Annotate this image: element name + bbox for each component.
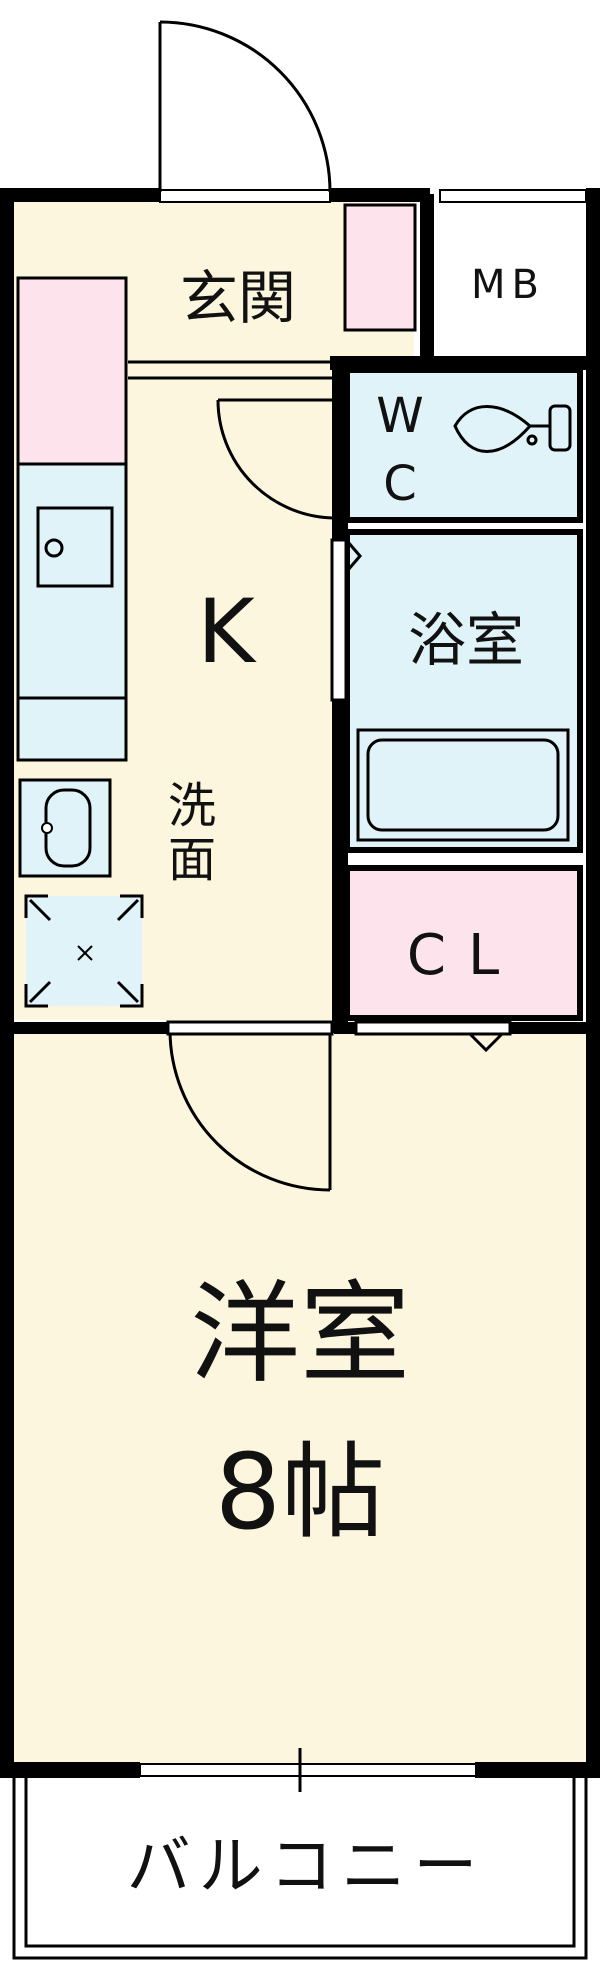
western-room-floor (14, 1030, 586, 1764)
wc-label-c: C (383, 456, 417, 512)
window-top-right (439, 189, 587, 203)
washroom-label-2: 面 (168, 832, 216, 888)
toilet-icon (453, 404, 572, 453)
wc-label-w: W (376, 388, 423, 444)
front-door (158, 20, 332, 193)
room-door (166, 1020, 334, 1192)
basin-drain-icon (41, 822, 53, 834)
sink-drain-icon (44, 538, 64, 558)
western-room-label: 洋室 (190, 1270, 410, 1398)
mb-divider (428, 194, 434, 356)
closet-room (344, 865, 583, 1021)
bathtub (356, 728, 570, 842)
wc-door (216, 398, 337, 520)
closet-door (354, 1020, 512, 1053)
kitchen-label: K (197, 580, 257, 683)
bath-label: 浴室 (408, 606, 524, 674)
shoe-box (343, 203, 417, 332)
closet-label: CL (407, 923, 521, 988)
bath-room (344, 529, 583, 853)
storage-left (16, 276, 128, 466)
entrance-label: 玄関 (180, 264, 296, 332)
wc-room (344, 367, 583, 523)
washroom-label-1: 洗 (168, 778, 216, 834)
bath-door (330, 538, 362, 702)
wash-basin (18, 778, 112, 878)
western-room-size-label: 8帖 (215, 1431, 385, 1553)
meter-box-label: MB (471, 262, 545, 308)
balcony-window (139, 1763, 477, 1777)
entrance-door-frame (159, 189, 331, 203)
drain-x-icon (77, 945, 93, 961)
washing-machine-pan-corners (24, 894, 144, 1008)
kitchen-sink (36, 506, 114, 588)
meter-box (432, 200, 588, 320)
balcony-label: バルコニー (127, 1830, 486, 1904)
balcony (12, 1778, 588, 1960)
